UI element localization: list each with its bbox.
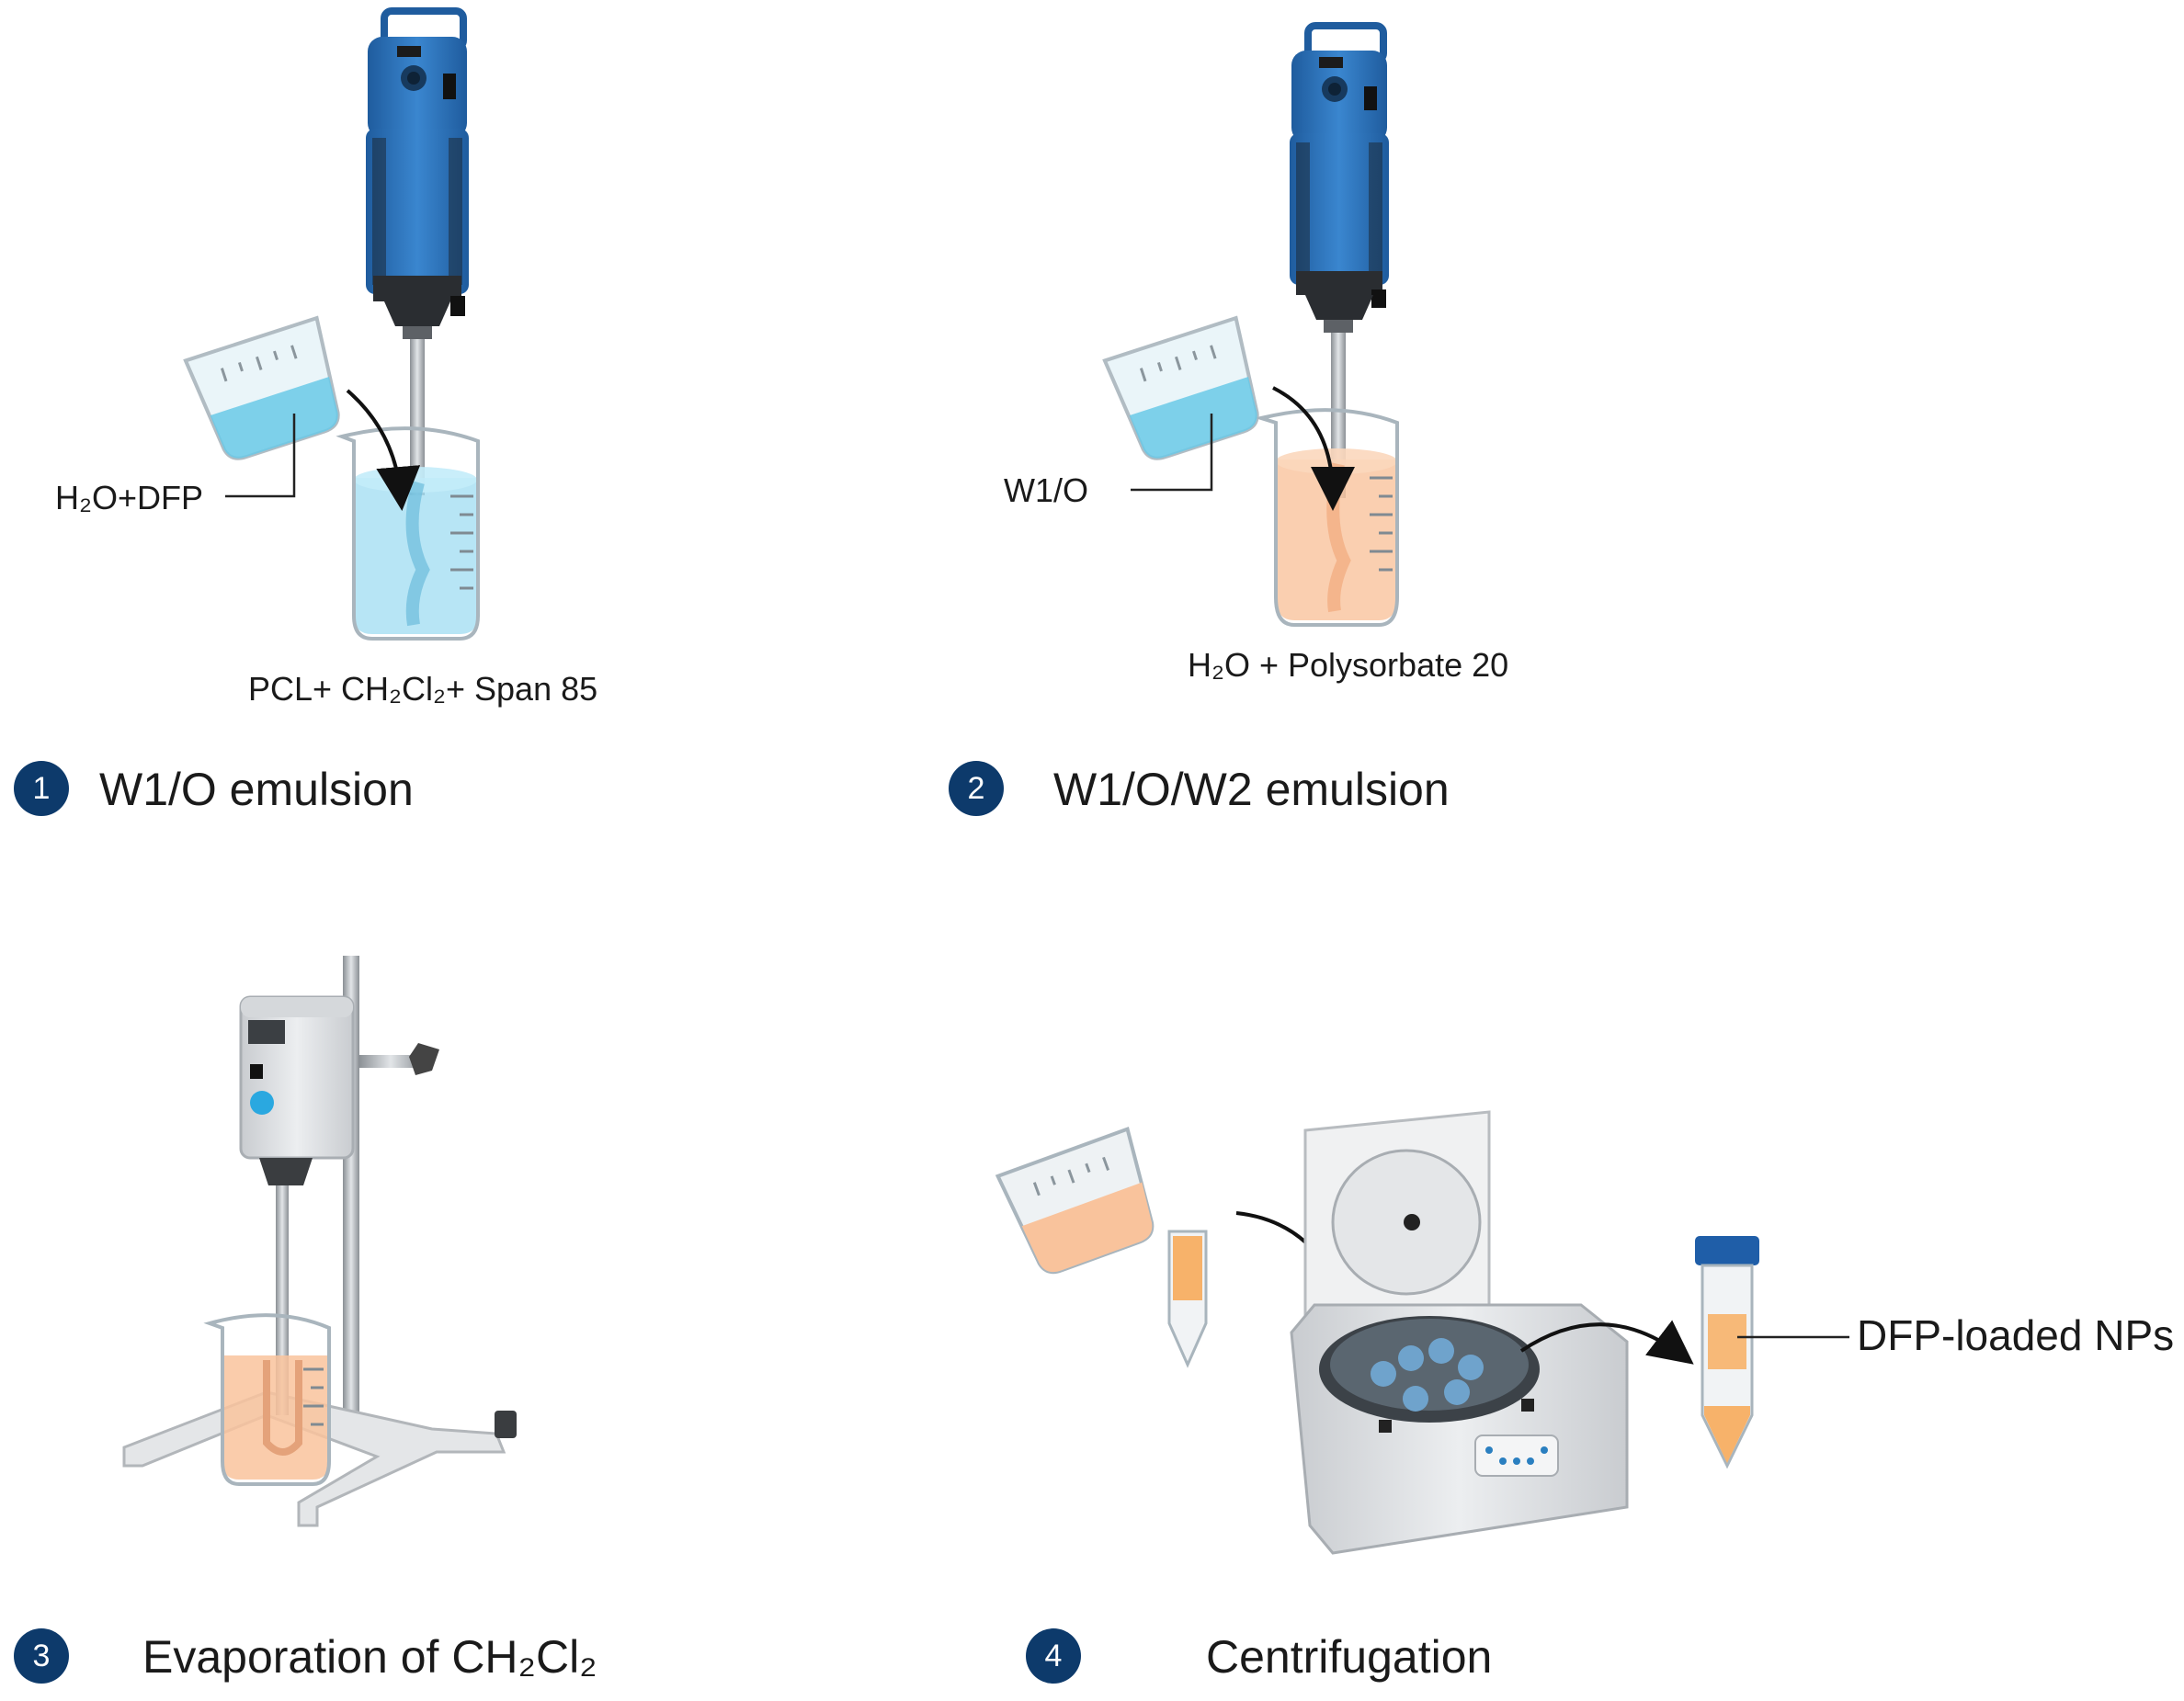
step-title-3: Evaporation of CH₂Cl₂	[142, 1631, 597, 1683]
falcon-tube-product	[1695, 1236, 1759, 1469]
pouring-cup-2	[1102, 315, 1259, 460]
pour-label-2: W1/O	[1004, 471, 1089, 509]
pouring-cup-4	[995, 1126, 1155, 1275]
leader-line-2	[1131, 414, 1213, 492]
beaker-label-2: H₂O + Polysorbate 20	[1188, 646, 1509, 684]
step-badge-4: 4	[1026, 1628, 1081, 1684]
beaker-label-1: PCL+ CH₂Cl₂+ Span 85	[248, 670, 598, 708]
beaker-orange-3	[203, 1313, 331, 1486]
centrifuge	[1290, 1110, 1629, 1555]
step-title-4: Centrifugation	[1206, 1631, 1493, 1683]
homogenizer-1	[366, 7, 469, 495]
arrow-out-of-centrifuge	[1519, 1320, 1694, 1365]
pour-arrow-1	[346, 389, 421, 511]
pour-arrow-2	[1272, 386, 1355, 511]
step-badge-3: 3	[14, 1628, 69, 1684]
overhead-stirrer-3	[122, 956, 517, 1527]
step-title-2: W1/O/W2 emulsion	[1053, 764, 1450, 815]
leader-line-1	[225, 414, 296, 498]
step-badge-1: 1	[14, 761, 69, 816]
pouring-cup-1	[183, 315, 340, 460]
pour-label-1: H₂O+DFP	[55, 479, 203, 516]
beaker-orange-2	[1254, 408, 1399, 627]
product-label-4: DFP-loaded NPs	[1857, 1311, 2175, 1359]
homogenizer-2	[1290, 22, 1389, 498]
step-badge-2: 2	[949, 761, 1004, 816]
step-title-1: W1/O emulsion	[99, 764, 414, 815]
falcon-tube-small	[1167, 1230, 1208, 1368]
